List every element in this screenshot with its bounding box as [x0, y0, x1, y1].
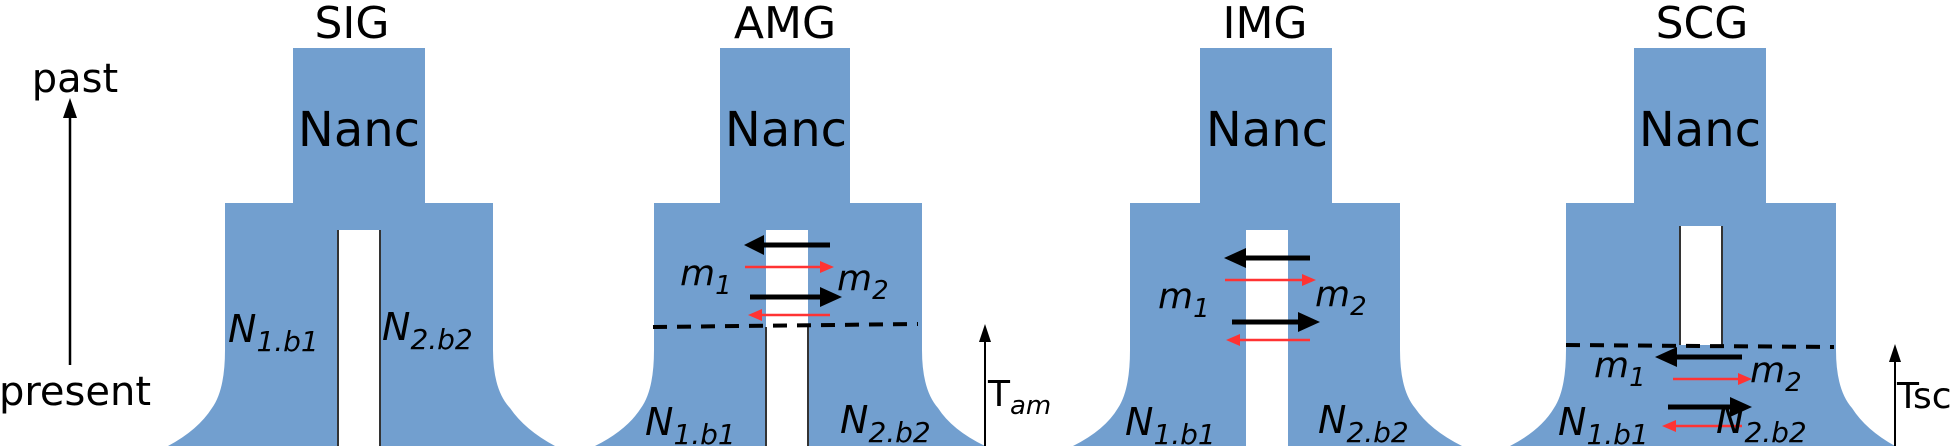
- contact-start-line: [1565, 343, 1835, 349]
- time-marker-arrowhead: [1889, 344, 1901, 362]
- ancestral-pop-label: Nanc: [298, 102, 420, 158]
- gene-flow-arrowhead: [1738, 373, 1752, 385]
- m2-label: m2: [1750, 350, 1802, 398]
- ancestral-pop-label: Nanc: [1639, 102, 1761, 158]
- time-marker-arrowhead: [979, 324, 991, 342]
- model-scg: SCG Nanc m1 m2 N1.b1 N2.b2 Tsc: [1510, 0, 1952, 446]
- pop1-label: N1.b1: [228, 307, 319, 358]
- time-axis-arrowhead: [63, 98, 77, 118]
- pop1-label: N1.b1: [1558, 400, 1649, 446]
- pop2-label: N2.b2: [1716, 398, 1807, 446]
- model-amg: AMG Nanc m1 m2 N1.b1 N2.b2 Tam: [595, 0, 1051, 446]
- gene-flow-arrowhead: [1655, 347, 1677, 367]
- gene-flow-arrowhead: [1226, 334, 1240, 346]
- population-shape: [595, 48, 985, 446]
- migration-stop-line: [652, 322, 919, 329]
- pop2-label: N2.b2: [1318, 398, 1409, 446]
- pop2-label: N2.b2: [382, 305, 473, 356]
- ancestral-pop-label: Nanc: [725, 102, 847, 158]
- population-shape: [1510, 48, 1895, 446]
- gene-flow-arrowhead: [820, 287, 842, 307]
- model-title: SIG: [314, 0, 389, 49]
- gene-flow-arrowhead: [1730, 397, 1752, 417]
- time-axis: past present: [0, 56, 151, 415]
- population-shape: [168, 48, 555, 446]
- time-label: Tam: [987, 374, 1051, 421]
- pop1-label: N1.b1: [1125, 400, 1216, 446]
- population-shape: [1073, 48, 1462, 446]
- pop2-label: N2.b2: [840, 398, 931, 446]
- gene-flow-arrowhead: [1302, 274, 1316, 286]
- gene-flow-arrowhead: [744, 235, 764, 255]
- model-sig: SIG Nanc N1.b1 N2.b2: [168, 0, 555, 446]
- m2-label: m2: [1315, 274, 1367, 322]
- ancestral-pop-label: Nanc: [1206, 102, 1328, 158]
- secondary-contact-region: [1679, 345, 1723, 446]
- model-title: AMG: [734, 0, 836, 49]
- model-img: IMG Nanc m1 m2 N1.b1 N2.b2: [1073, 0, 1462, 446]
- gene-flow-arrowhead: [1662, 420, 1676, 432]
- model-title: IMG: [1222, 0, 1307, 49]
- m2-label: m2: [837, 258, 889, 306]
- gene-flow-arrowhead: [748, 309, 762, 321]
- gene-flow-arrowhead: [820, 261, 834, 273]
- axis-past-label: past: [32, 56, 118, 102]
- m1-label: m1: [1158, 276, 1210, 324]
- time-label: Tsc: [1896, 376, 1952, 417]
- axis-present-label: present: [0, 369, 151, 415]
- gene-flow-arrowhead: [1298, 312, 1320, 332]
- m1-label: m1: [680, 253, 732, 301]
- m1-label: m1: [1594, 345, 1646, 393]
- pop1-label: N1.b1: [645, 400, 736, 446]
- gene-flow-arrowhead: [1224, 248, 1246, 268]
- model-title: SCG: [1656, 0, 1749, 49]
